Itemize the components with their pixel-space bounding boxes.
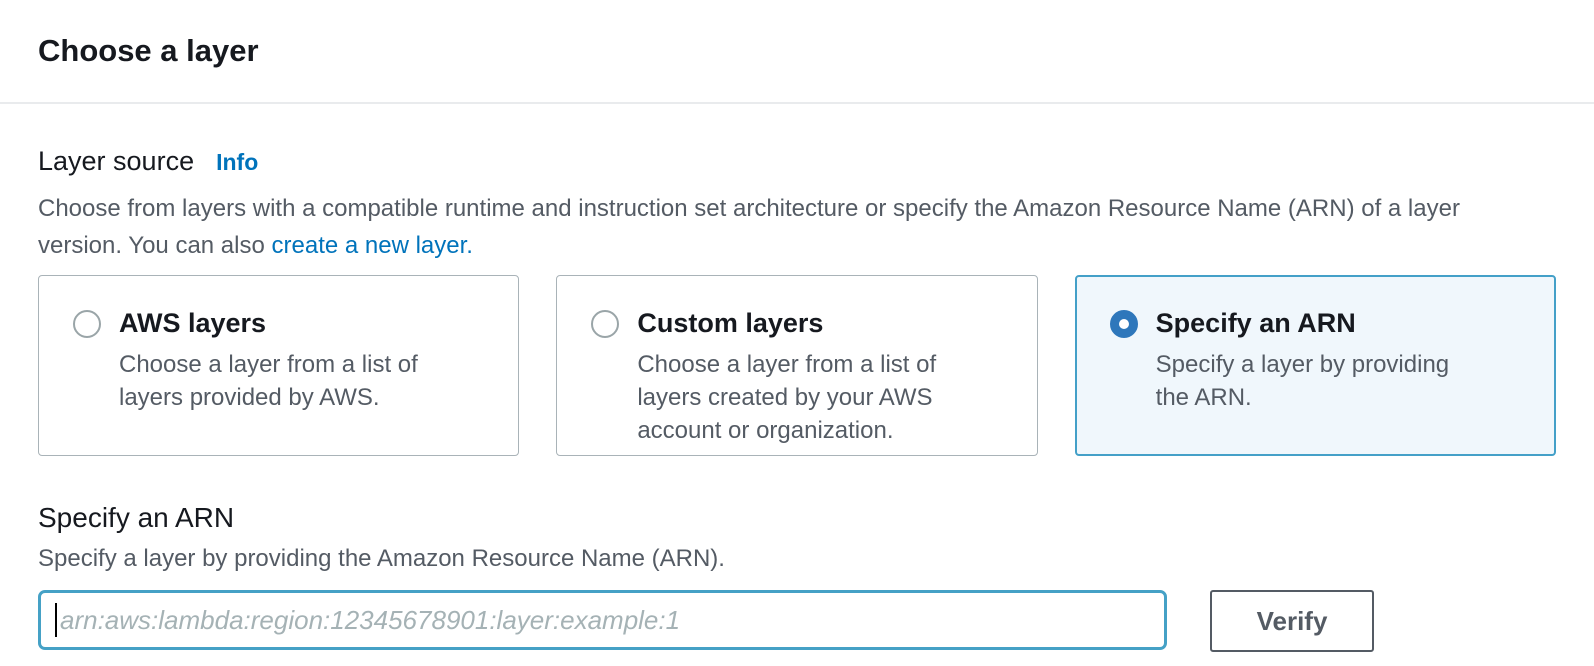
option-title: AWS layers [119,308,267,338]
main-content: Layer source Info Choose from layers wit… [0,146,1594,652]
specify-arn-section: Specify an ARN Specify a layer by provid… [38,502,1556,652]
option-card-text: Custom layers Choose a layer from a list… [637,307,967,447]
option-title: Specify an ARN [1155,308,1356,338]
arn-input-wrap [38,590,1167,650]
layer-source-description-text: Choose from layers with a compatible run… [38,195,1460,259]
create-new-layer-link[interactable]: create a new layer. [271,232,473,259]
layer-source-description: Choose from layers with a compatible run… [38,190,1513,264]
specify-arn-description: Specify a layer by providing the Amazon … [38,545,725,572]
option-title: Custom layers [637,308,824,338]
page-title: Choose a layer [38,33,259,68]
layer-source-label: Layer source [38,146,195,176]
specify-arn-title: Specify an ARN [38,502,235,533]
radio-custom-layers[interactable] [591,310,620,338]
verify-button[interactable]: Verify [1210,590,1374,652]
option-description: Specify a layer by providing the ARN. [1155,351,1450,411]
layer-source-section: Layer source Info Choose from layers wit… [38,146,1556,456]
option-description: Choose a layer from a list of layers pro… [119,351,418,411]
layer-source-label-row: Layer source Info [38,146,1556,177]
radio-aws-layers[interactable] [73,310,101,338]
option-card-custom-layers[interactable]: Custom layers Choose a layer from a list… [556,275,1038,456]
text-caret [55,603,57,637]
panel-header: Choose a layer [0,0,1594,104]
option-card-text: Specify an ARN Specify a layer by provid… [1156,307,1486,414]
arn-input[interactable] [38,590,1167,650]
option-card-aws-layers[interactable]: AWS layers Choose a layer from a list of… [38,275,520,456]
option-card-specify-arn[interactable]: Specify an ARN Specify a layer by provid… [1074,275,1556,456]
radio-specify-arn[interactable] [1109,310,1138,338]
arn-input-row: Verify [38,590,1556,652]
info-link[interactable]: Info [216,149,259,175]
option-description: Choose a layer from a list of layers cre… [637,351,937,444]
option-card-text: AWS layers Choose a layer from a list of… [119,307,449,414]
layer-source-options: AWS layers Choose a layer from a list of… [38,275,1556,456]
